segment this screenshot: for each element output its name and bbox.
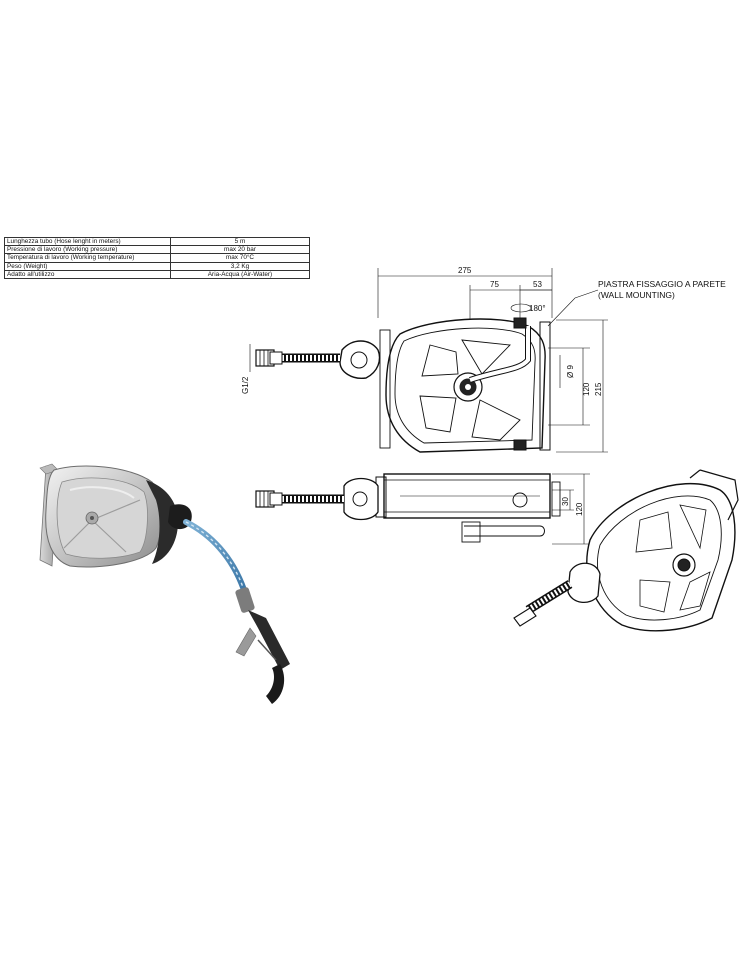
dim-75: 75 bbox=[490, 280, 499, 289]
spec-row: Lunghezza tubo (Hose lenght in meters) 5… bbox=[4, 236, 310, 247]
spec-value: Aria-Acqua (Air-Water) bbox=[170, 269, 310, 280]
dim-thread-g12: G1/2 bbox=[241, 376, 250, 394]
spec-value: 5 m bbox=[170, 236, 310, 247]
spec-row: Adatto all'utilizzo Aria-Acqua (Air-Wate… bbox=[4, 269, 310, 280]
spec-value: max 70°C bbox=[170, 253, 310, 263]
spec-row: Temperatura di lavoro (Working temperatu… bbox=[4, 253, 310, 263]
isometric-view bbox=[513, 469, 739, 632]
front-view bbox=[249, 268, 608, 453]
spec-table: Lunghezza tubo (Hose lenght in meters) 5… bbox=[4, 236, 310, 280]
dim-275: 275 bbox=[458, 266, 472, 275]
dim-30: 30 bbox=[561, 497, 570, 506]
wall-mounting-label-en: (WALL MOUNTING) bbox=[598, 290, 675, 300]
dim-53: 53 bbox=[533, 280, 542, 289]
spec-value: max 20 bar bbox=[170, 245, 310, 255]
dim-diameter-9: Ø 9 bbox=[566, 365, 575, 378]
wall-mounting-label-it: PIASTRA FISSAGGIO A PARETE bbox=[598, 279, 726, 289]
spec-row: Pressione di lavoro (Working pressure) m… bbox=[4, 245, 310, 255]
reel-photo bbox=[39, 463, 290, 704]
dim-120-front: 120 bbox=[582, 382, 591, 396]
dim-120-top: 120 bbox=[575, 502, 584, 516]
top-view bbox=[255, 473, 590, 545]
spec-value: 3,2 Kg bbox=[170, 261, 310, 271]
dim-215: 215 bbox=[594, 382, 603, 396]
dim-180-deg: 180° bbox=[529, 304, 546, 313]
